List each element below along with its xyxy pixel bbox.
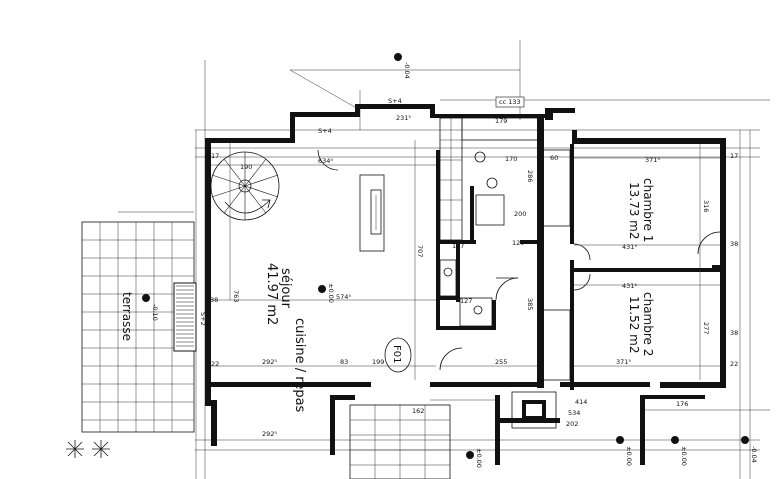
bedroom2-area: 11.52 m2 [627,296,641,354]
dim-199: 199 [372,358,384,366]
kitchen-counter [439,117,571,381]
dim-83: 83 [340,358,348,366]
level-marker-icon [142,294,150,302]
dim-200: 200 [514,210,526,218]
dim-190: 190 [240,163,252,171]
level-marker-icon [466,451,474,459]
dim-22-right: 22 [730,360,738,368]
dim-127-a: 127 [452,242,464,250]
dim-s4-top: S+4 [388,97,402,105]
dim-255: 255 [495,358,507,366]
dim-202: 202 [566,420,578,428]
dim-176: 176 [676,400,688,408]
lower-staircase [349,391,557,479]
dim-179: 179 [495,117,507,125]
level-bottom-2: ±0.00 [625,446,633,466]
door-swings [317,149,721,371]
kitchen-room-name: cuisine / repas [292,318,307,413]
level-marker-icon [318,285,326,293]
dim-cc133: cc 133 [499,98,521,106]
terrace-name: terrasse [120,292,134,341]
dim-292-upper: 292⁵ [262,358,277,366]
dim-371-top: 371⁵ [645,156,660,164]
dim-38-right-a: 38 [730,240,738,248]
bedroom2-name: chambre 2 [641,292,655,356]
dim-431-bottom: 431⁵ [622,282,637,290]
dim-316: 316 [702,200,710,212]
dim-231: 231⁵ [396,114,411,122]
dim-17-left: 17 [211,152,219,160]
exterior-walls [205,104,726,465]
level-living: ±0.00 [327,283,335,303]
dim-763: 763 [232,290,240,302]
dim-170: 170 [505,155,517,163]
kitchen-room-area: 41.97 m2 [264,263,279,325]
terrace-tiles [81,211,197,433]
dim-292-lower: 292⁵ [262,430,277,438]
dim-385: 385 [526,298,534,310]
level-bottom-1: ±0.00 [475,448,483,468]
living-room-name: séjour [278,268,293,309]
level-right: -0.04 [750,446,758,463]
dim-22-left: 22 [211,360,219,368]
dim-707: 707 [416,245,424,257]
dim-60: 60 [550,154,558,162]
dim-120: 120 [512,239,524,247]
level-markers [142,53,749,459]
interior-walls [436,118,720,390]
bedroom1-area: 13.73 m2 [627,182,641,240]
level-marker-icon [671,436,679,444]
dim-s4-left: S+4 [318,127,332,135]
dim-634: 634⁵ [318,157,333,165]
dim-574: 574⁵ [336,293,351,301]
level-marker-icon [394,53,402,61]
dim-371-bottom: 371⁵ [616,358,631,366]
interior-dimension-lines [211,140,720,380]
dim-277: 277 [702,322,710,334]
dim-38-right-b: 38 [730,329,738,337]
plant-symbol-icon [66,440,110,458]
bedroom1-name: chambre 1 [641,178,655,242]
dim-17-right: 17 [730,152,738,160]
dim-431-top: 431⁵ [622,243,637,251]
spiral-staircase [210,151,280,221]
level-bottom-3: ±0.00 [680,446,688,466]
level-marker-icon [616,436,624,444]
dim-414: 414 [575,398,587,406]
level-marker-icon [741,436,749,444]
level-terrace: -0.10 [151,304,159,321]
dim-127-b: 127 [460,297,472,305]
level-top: -0.04 [403,62,411,79]
dimension-lines [195,40,770,479]
room-tag [384,337,412,373]
dim-534: 534 [568,409,580,417]
dim-38-left: 38 [210,296,218,304]
dim-162: 162 [412,407,424,415]
dim-286: 286 [526,170,534,182]
room-tag-label: F01 [391,345,402,363]
kitchen-island [359,174,385,252]
dim-s2: S+2 [199,312,207,326]
